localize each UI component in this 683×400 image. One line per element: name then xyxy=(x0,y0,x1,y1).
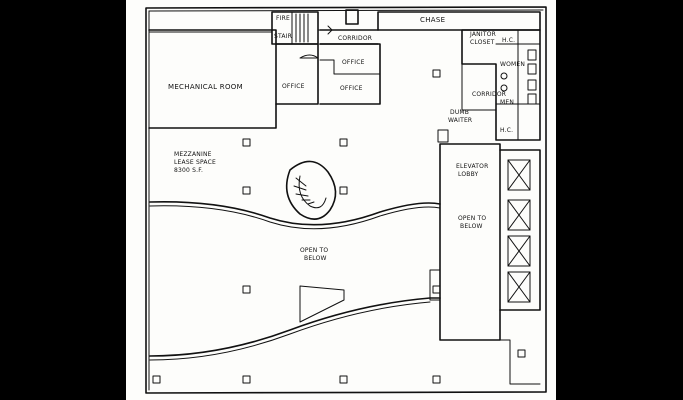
waiter-label: WAITER xyxy=(448,117,472,124)
spiral-stair xyxy=(285,160,337,220)
corridor-right-label: CORRIDOR xyxy=(472,91,506,98)
restroom-block: JANITOR CLOSET H.C. WOMEN CORRIDOR MEN H… xyxy=(461,29,541,141)
corridor-top-label: CORRIDOR xyxy=(338,35,372,42)
janitor-label-1: JANITOR xyxy=(469,31,496,38)
column-small xyxy=(345,9,359,25)
office-2-label: OFFICE xyxy=(342,59,365,66)
open-right-label-2: BELOW xyxy=(460,223,483,230)
stair-label: STAIR xyxy=(274,33,292,40)
chase-label: CHASE xyxy=(420,16,445,24)
mechanical-room: MECHANICAL ROOM xyxy=(148,29,277,129)
open-center-label-2: BELOW xyxy=(304,255,327,262)
dumb-label: DUMB xyxy=(450,109,469,116)
open-right-label-1: OPEN TO xyxy=(458,215,486,222)
dumb-waiter: DUMB WAITER xyxy=(437,109,472,143)
offices: OFFICE OFFICE OFFICE xyxy=(275,43,381,105)
open-center-label-1: OPEN TO xyxy=(300,247,328,254)
elevator-label: ELEVATOR xyxy=(456,163,488,170)
lease-space-label: LEASE SPACE xyxy=(174,159,216,166)
men-label: MEN xyxy=(500,99,514,106)
mezzanine-space: MEZZANINE LEASE SPACE 8300 S.F. xyxy=(174,151,216,174)
mechanical-label: MECHANICAL ROOM xyxy=(168,83,243,91)
open-to-below-edge: OPEN TO BELOW xyxy=(149,201,441,361)
lobby-label: LOBBY xyxy=(458,171,479,178)
structural-columns xyxy=(152,69,526,384)
paper-sheet xyxy=(126,0,556,400)
mezzanine-label: MEZZANINE xyxy=(174,151,212,158)
hc-top-label: H.C. xyxy=(502,37,515,44)
women-label: WOMEN xyxy=(500,61,525,68)
office-3-label: OFFICE xyxy=(340,85,363,92)
office-1-label: OFFICE xyxy=(282,83,305,90)
hc-bottom-label: H.C. xyxy=(500,127,513,134)
fire-label: FIRE xyxy=(276,15,290,22)
janitor-label-2: CLOSET xyxy=(470,39,495,46)
area-label: 8300 S.F. xyxy=(174,167,203,174)
elevator-core: ELEVATOR LOBBY OPEN TO BELOW xyxy=(429,143,541,385)
